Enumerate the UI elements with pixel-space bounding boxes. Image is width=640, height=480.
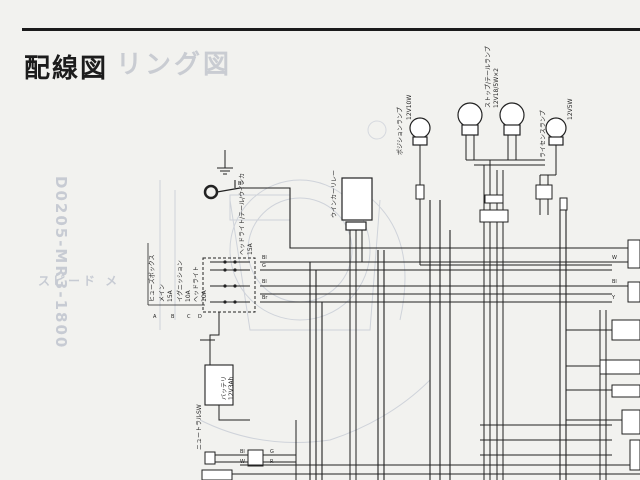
main-harness-lines [234, 180, 640, 480]
fuse-d-amp: 15A [247, 243, 254, 255]
battery-rating: 12V3Ah [228, 376, 235, 400]
right-connector-blocks [599, 239, 640, 471]
fuse-b-letter: B [171, 314, 175, 320]
bleed-through-speedometer-label: スピード メ [38, 274, 121, 288]
battery [204, 364, 234, 406]
winker-relay-label: ウインカーリレー [331, 169, 338, 218]
stop-tail-lamp-bulb-left [457, 102, 483, 136]
position-lamp-bulb [409, 117, 431, 146]
fuse-a-amp: 15A [167, 290, 174, 302]
license-lamp-rating: 12V5W [567, 98, 574, 121]
wire-color-code: W [612, 255, 617, 261]
fuse-box-label: ヒューズボックス [149, 254, 156, 302]
position-lamp-rating: 12V10W [406, 94, 413, 120]
stop-tail-lamp-bulb-right [499, 102, 525, 136]
fuse-box [202, 257, 256, 313]
position-lamp-label: ポジションランプ [397, 107, 404, 155]
wire-color-code: Bl [262, 255, 267, 261]
fuse-b-amp: 10A [185, 290, 192, 302]
fuse-c-amp: 10A [201, 290, 208, 302]
fuse-c-letter: C [187, 314, 191, 320]
wire-color-code: Br [262, 295, 268, 301]
wire-color-code: Bl [612, 279, 617, 285]
neutral-switch-label: ニュートラルSW [196, 404, 203, 450]
fuse-terminals [223, 260, 237, 304]
fuse-d-letter: D [198, 314, 202, 320]
fuse-a-letter: A [153, 314, 157, 320]
wire-color-code: Bl [240, 449, 245, 455]
ground-symbol [217, 150, 233, 175]
wire-color-code: W [240, 459, 245, 465]
fuse-b-label: イグニッション [177, 260, 184, 302]
license-lamp-bulb [545, 117, 567, 146]
wire-color-code: Bl [238, 181, 243, 187]
tail-lamp-connector [415, 184, 568, 223]
bleed-through-title: リング図 [116, 50, 233, 80]
ground-ring-terminal [203, 184, 241, 200]
winker-relay-box [341, 177, 373, 231]
page-title: 配線図 [24, 54, 109, 84]
wire-color-code: R [270, 459, 274, 465]
fuse-a-label: メイン [159, 283, 166, 302]
top-rule [22, 28, 640, 31]
neutral-switch [201, 449, 264, 480]
wire-color-code: G [262, 263, 266, 269]
stop-tail-lamp-label: ストップ/テールランプ [485, 46, 492, 108]
wire-color-code: Y [612, 295, 616, 301]
wire-color-code: Bl [262, 279, 267, 285]
stop-tail-lamp-rating: 12V18/5W×2 [493, 68, 500, 108]
wire-color-code: G [270, 449, 274, 455]
license-lamp-label: ライセンスランプ [540, 110, 547, 158]
fuse-c-label: ヘッドライト [193, 265, 200, 302]
